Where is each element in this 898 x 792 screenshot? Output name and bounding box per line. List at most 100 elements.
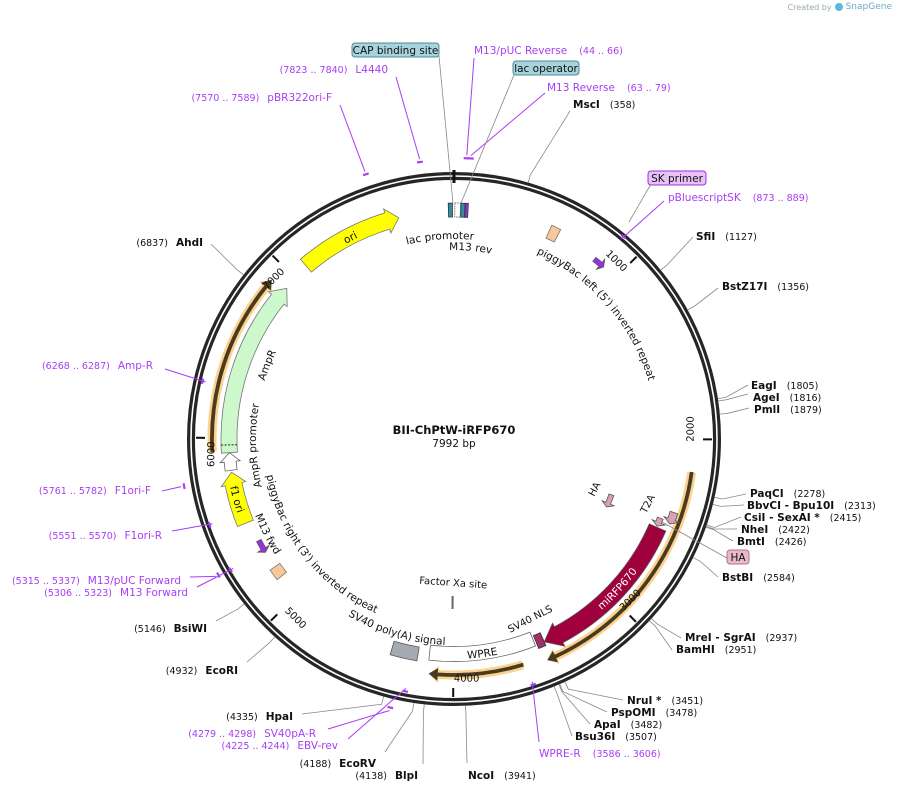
primer[interactable]: pBluescriptSK(873 .. 889) <box>620 192 808 240</box>
primer-mark[interactable] <box>387 705 394 710</box>
primer-mark[interactable] <box>416 160 423 164</box>
enzyme-site[interactable]: SfiI(1127) <box>660 231 757 271</box>
enzyme-label[interactable]: (6837)AhdI <box>136 237 203 249</box>
feature-t2a-a[interactable] <box>662 510 681 525</box>
primer-label[interactable]: (6268 .. 6287)Amp-R <box>42 360 153 372</box>
orf-arc-bottom[interactable] <box>428 662 524 681</box>
feature-sv40-nls[interactable] <box>532 632 547 650</box>
feature-sv40-polya[interactable] <box>389 640 420 662</box>
primer-label[interactable]: (5315 .. 5337)M13/pUC Forward <box>12 575 181 587</box>
enzyme-site[interactable]: BamHI(2951) <box>649 620 757 656</box>
orf-arc-left-glow[interactable] <box>207 280 273 452</box>
enzyme-label[interactable]: NcoI(3941) <box>468 770 536 782</box>
enzyme-label[interactable]: PmlI(1879) <box>754 404 822 416</box>
primer-mark[interactable] <box>216 571 221 578</box>
primer[interactable]: (5306 .. 5323)M13 Forward <box>44 567 234 599</box>
primer[interactable]: (7570 .. 7589)pBR322ori-F <box>191 92 370 177</box>
enzyme-site[interactable]: (4335)HpaI <box>226 696 385 723</box>
feature-cap-binding-site[interactable] <box>447 202 453 218</box>
primer[interactable]: (6268 .. 6287)Amp-R <box>42 360 206 385</box>
primer-label[interactable]: (4279 .. 4298)SV40pA-R <box>188 728 316 740</box>
feature-piggybac-left[interactable] <box>545 224 562 243</box>
callout-box[interactable] <box>512 60 580 76</box>
primer[interactable]: WPRE-R(3586 .. 3606) <box>530 681 661 760</box>
feature-ampr[interactable] <box>220 287 288 454</box>
enzyme-label[interactable]: Bsu36I(3507) <box>575 731 657 743</box>
enzyme-site[interactable]: (4188)EcoRV <box>300 702 415 770</box>
callout-lac-operator[interactable]: lac operator <box>460 60 580 204</box>
enzyme-site[interactable]: MreI - SgrAI(2937) <box>651 618 798 644</box>
enzyme-site[interactable]: (5146)BsiWI <box>134 603 245 635</box>
primer[interactable]: (5315 .. 5337)M13/pUC Forward <box>12 571 221 588</box>
enzyme-label[interactable]: (4188)EcoRV <box>300 758 377 770</box>
primer[interactable]: (5551 .. 5570)F1ori-R <box>49 521 213 542</box>
enzyme-label[interactable]: PaqCI(2278) <box>750 488 825 500</box>
enzyme-site[interactable]: (6837)AhdI <box>136 237 244 276</box>
enzyme-site[interactable]: PmlI(1879) <box>719 404 822 416</box>
feature-lac-operator[interactable] <box>460 202 466 218</box>
enzyme-site[interactable]: BstBI(2584) <box>693 557 795 584</box>
enzyme-site[interactable]: (4932)EcoRI <box>166 636 276 677</box>
enzyme-label[interactable]: BbvCI - Bpu10I(2313) <box>747 500 876 512</box>
primer-label[interactable]: (4225 .. 4244)EBV-rev <box>222 740 339 752</box>
enzyme-label[interactable]: BstZ17I(1356) <box>722 281 809 293</box>
primer[interactable]: (5761 .. 5782)F1ori-F <box>39 483 186 497</box>
enzyme-site[interactable]: BstZ17I(1356) <box>687 281 809 311</box>
enzyme-site[interactable]: EagI(1805) <box>717 380 818 399</box>
enzyme-site[interactable]: PaqCI(2278) <box>714 488 826 500</box>
enzyme-site[interactable]: NruI *(3451) <box>564 681 703 707</box>
enzyme-label[interactable]: (5146)BsiWI <box>134 623 207 635</box>
enzyme-label[interactable]: AgeI(1816) <box>753 392 821 404</box>
enzyme-label[interactable]: BstBI(2584) <box>722 572 795 584</box>
enzyme-site[interactable]: ApaI(3482) <box>558 684 662 732</box>
callout-box[interactable] <box>647 170 707 186</box>
enzyme-label[interactable]: MscI(358) <box>573 99 635 111</box>
enzyme-label[interactable]: EagI(1805) <box>751 380 818 392</box>
primer[interactable]: M13 Reverse(63 .. 79) <box>467 82 671 160</box>
primer-label[interactable]: (7823 .. 7840)L4440 <box>280 64 388 76</box>
enzyme-label[interactable]: NruI *(3451) <box>627 695 703 707</box>
enzyme-label[interactable]: CsiI - SexAI *(2415) <box>744 512 861 524</box>
primer[interactable]: M13/pUC Reverse(44 .. 66) <box>463 45 623 160</box>
feature-m13-rev[interactable] <box>464 202 469 218</box>
enzyme-label[interactable]: (4932)EcoRI <box>166 665 238 677</box>
enzyme-label[interactable]: (4138)BlpI <box>355 770 418 782</box>
enzyme-site[interactable]: BbvCI - Bpu10I(2313) <box>712 500 876 512</box>
feature-t2a-b[interactable] <box>650 516 667 527</box>
callout-cap-binding-site[interactable]: CAP binding site <box>351 42 454 204</box>
enzyme-site[interactable]: BmtI(2426) <box>705 526 806 548</box>
callout-box[interactable] <box>351 42 440 58</box>
primer[interactable]: (4279 .. 4298)SV40pA-R <box>188 705 394 740</box>
feature-f1-ori[interactable] <box>220 471 254 528</box>
primer-label[interactable]: pBluescriptSK(873 .. 889) <box>668 192 808 204</box>
primer-mark[interactable] <box>182 483 186 490</box>
enzyme-site[interactable]: Bsu36I(3507) <box>553 686 657 744</box>
primer[interactable]: (7823 .. 7840)L4440 <box>280 64 423 164</box>
feature-piggybac-right[interactable] <box>269 562 288 581</box>
enzyme-site[interactable]: MscI(358) <box>527 99 635 183</box>
enzyme-label[interactable]: MreI - SgrAI(2937) <box>685 632 797 644</box>
callout-box[interactable] <box>726 549 750 565</box>
feature-ori[interactable] <box>299 208 400 273</box>
enzyme-label[interactable]: (4335)HpaI <box>226 711 293 723</box>
primer-mark[interactable] <box>530 682 537 687</box>
primer-label[interactable]: (5306 .. 5323)M13 Forward <box>44 587 188 599</box>
primer[interactable]: (4225 .. 4244)EBV-rev <box>222 688 409 752</box>
enzyme-label[interactable]: ApaI(3482) <box>594 719 662 731</box>
enzyme-site[interactable]: CsiI - SexAI *(2415) <box>706 512 862 528</box>
feature-ampr-promoter[interactable] <box>219 452 242 472</box>
enzyme-site[interactable]: (4138)BlpI <box>355 704 425 782</box>
primer-mark[interactable] <box>207 521 212 528</box>
primer-label[interactable]: (7570 .. 7589)pBR322ori-F <box>191 92 332 104</box>
orf-arc-right[interactable] <box>547 471 694 663</box>
enzyme-label[interactable]: BmtI(2426) <box>737 536 806 548</box>
primer-label[interactable]: (5761 .. 5782)F1ori-F <box>39 485 151 497</box>
enzyme-label[interactable]: SfiI(1127) <box>696 231 757 243</box>
primer-mark[interactable] <box>362 172 370 177</box>
feature-wpre[interactable] <box>428 631 537 662</box>
feature-lac-promoter-box[interactable] <box>454 202 462 218</box>
enzyme-label[interactable]: PspOMI(3478) <box>611 707 697 719</box>
callout-ha[interactable]: HA <box>661 521 750 565</box>
primer-label[interactable]: WPRE-R(3586 .. 3606) <box>539 748 661 760</box>
enzyme-site[interactable]: NcoI(3941) <box>465 705 536 782</box>
